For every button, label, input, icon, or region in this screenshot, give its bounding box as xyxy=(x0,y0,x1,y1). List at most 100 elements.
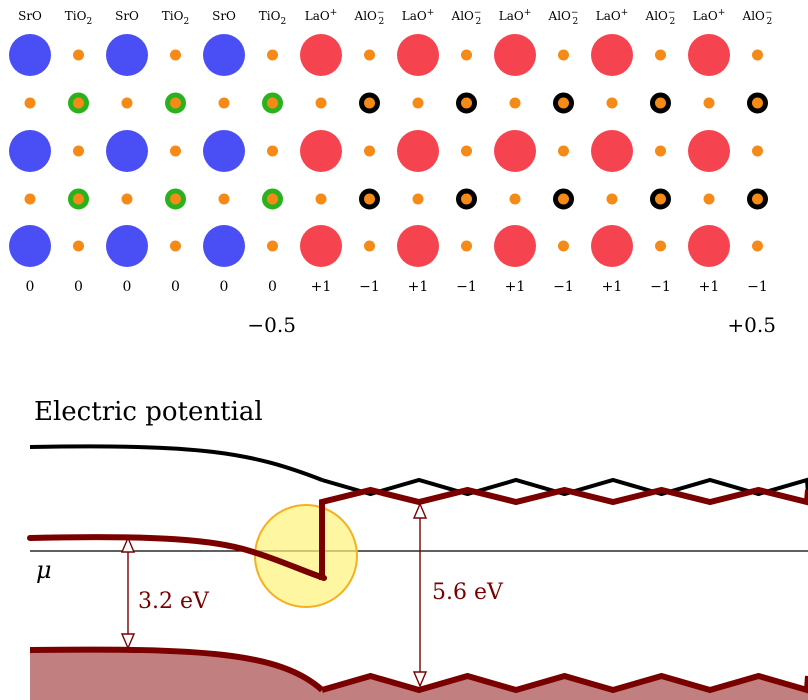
chemical-potential-label: μ xyxy=(36,556,52,584)
layer-charge: −1 xyxy=(456,279,477,295)
layer-label: AlO−2 xyxy=(354,8,385,27)
sr-atom xyxy=(9,34,51,76)
la-atom xyxy=(494,225,536,267)
layer-charge: +1 xyxy=(311,279,332,295)
la-atom xyxy=(688,225,730,267)
sr-atom xyxy=(9,225,51,267)
al-atom xyxy=(650,92,671,114)
al-atom xyxy=(747,188,768,210)
al-atom xyxy=(553,92,574,114)
layer-charge: 0 xyxy=(74,279,83,295)
ti-atom xyxy=(165,188,186,210)
sr-atom xyxy=(203,225,245,267)
la-atom xyxy=(494,34,536,76)
conduction-band-substrate xyxy=(27,534,327,581)
layer-charge: +1 xyxy=(505,279,526,295)
la-atom xyxy=(591,130,633,172)
sr-atom xyxy=(203,130,245,172)
layer-label: LaO+ xyxy=(402,8,435,23)
interface-charge-right: +0.5 xyxy=(727,313,776,337)
layer-charge: +1 xyxy=(408,279,429,295)
sr-atom xyxy=(9,130,51,172)
la-atom xyxy=(300,34,342,76)
al-atom xyxy=(456,92,477,114)
layer-charge: −1 xyxy=(747,279,768,295)
ti-atom xyxy=(68,188,89,210)
oxygen-atom xyxy=(606,97,618,109)
oxygen-atom xyxy=(73,49,84,61)
layer-label: AlO−2 xyxy=(645,8,676,27)
ti-atom xyxy=(262,188,283,210)
interface-highlight xyxy=(254,504,358,608)
layer-label: TiO2 xyxy=(162,9,189,27)
oxygen-atom xyxy=(218,193,230,205)
oxygen-atom xyxy=(267,145,278,157)
la-atom xyxy=(300,225,342,267)
oxygen-atom xyxy=(655,49,666,61)
layer-label: LaO+ xyxy=(596,8,629,23)
atom-lattice xyxy=(9,34,768,267)
oxygen-atom xyxy=(752,145,763,157)
layer-label: SrO xyxy=(18,9,42,23)
la-atom xyxy=(591,225,633,267)
oxygen-atom xyxy=(267,49,278,61)
layer-label: AlO−2 xyxy=(742,8,773,27)
ti-atom xyxy=(165,92,186,114)
layer-label: AlO−2 xyxy=(548,8,579,27)
layer-label: LaO+ xyxy=(499,8,532,23)
ti-atom xyxy=(262,92,283,114)
al-atom xyxy=(359,188,380,210)
valence-band-region-film xyxy=(322,676,808,700)
la-atom xyxy=(397,34,439,76)
oxygen-atom xyxy=(315,193,327,205)
oxygen-atom xyxy=(218,97,230,109)
oxygen-atom xyxy=(461,145,472,157)
al-atom xyxy=(553,188,574,210)
layer-label: TiO2 xyxy=(65,9,92,27)
oxygen-atom xyxy=(73,145,84,157)
potential-title: Electric potential xyxy=(34,397,263,427)
oxygen-atom xyxy=(24,97,36,109)
layer-charge: 0 xyxy=(268,279,277,295)
oxygen-atom xyxy=(412,193,424,205)
layer-charge: −1 xyxy=(650,279,671,295)
oxygen-atom xyxy=(121,193,133,205)
oxygen-atom xyxy=(606,193,618,205)
film-gap-arrow xyxy=(412,502,428,688)
oxygen-atom xyxy=(558,145,569,157)
layer-charge: −1 xyxy=(553,279,574,295)
oxygen-atom xyxy=(655,240,666,252)
oxygen-atom xyxy=(364,240,375,252)
valence-band-substrate xyxy=(29,646,325,693)
la-atom xyxy=(300,130,342,172)
oxygen-atom xyxy=(703,193,715,205)
oxygen-atom xyxy=(752,240,763,252)
ti-atom xyxy=(68,92,89,114)
sr-atom xyxy=(203,34,245,76)
al-atom xyxy=(650,188,671,210)
valence-band-region xyxy=(30,649,322,700)
oxygen-atom xyxy=(412,97,424,109)
oxygen-atom xyxy=(703,97,715,109)
al-atom xyxy=(359,92,380,114)
oxygen-atom xyxy=(315,97,327,109)
oxygen-atom xyxy=(267,240,278,252)
interface-charge-left: −0.5 xyxy=(247,313,296,337)
layer-charge: 0 xyxy=(220,279,229,295)
sr-atom xyxy=(106,34,148,76)
oxygen-atom xyxy=(121,97,133,109)
layer-label: SrO xyxy=(115,9,139,23)
la-atom xyxy=(591,34,633,76)
oxygen-atom xyxy=(752,49,763,61)
layer-charge: +1 xyxy=(602,279,623,295)
layer-charge: 0 xyxy=(26,279,35,295)
oxygen-atom xyxy=(558,49,569,61)
oxygen-atom xyxy=(364,145,375,157)
oxygen-atom xyxy=(655,145,666,157)
oxygen-atom xyxy=(461,49,472,61)
la-atom xyxy=(397,225,439,267)
oxygen-atom xyxy=(170,145,181,157)
